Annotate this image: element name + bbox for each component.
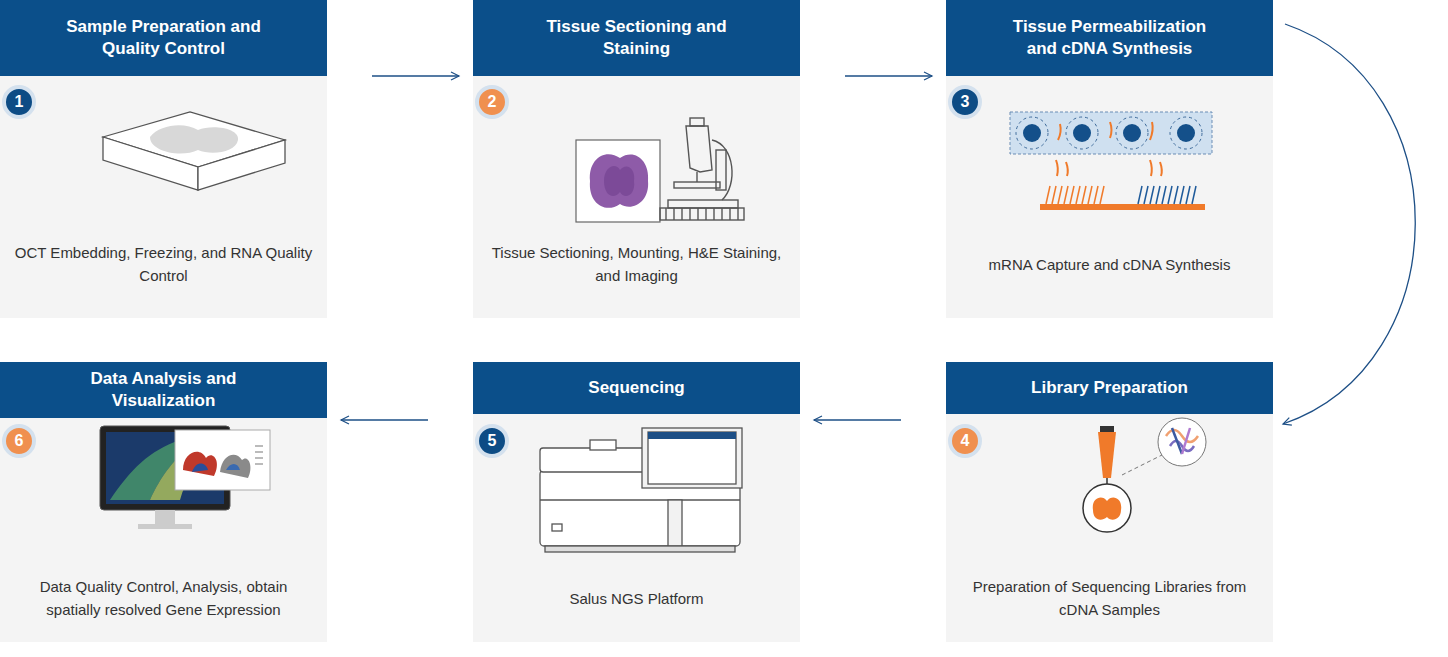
step-heading: Library Preparation xyxy=(946,362,1273,414)
step-panel: SequencingSalus NGS Platform 5 xyxy=(473,362,800,642)
callout-number: 6 xyxy=(15,432,24,450)
step-panel: Sample Preparation and Quality ControlOC… xyxy=(0,0,327,318)
step-heading: Sequencing xyxy=(473,362,800,414)
step-number-circle: 3 xyxy=(948,85,982,119)
step-heading: Sample Preparation and Quality Control xyxy=(0,0,327,76)
step-heading: Tissue Permeabilization and cDNA Synthes… xyxy=(946,0,1273,76)
step-panel: Library PreparationPreparation of Sequen… xyxy=(946,362,1273,642)
step-caption: mRNA Capture and cDNA Synthesis xyxy=(958,232,1261,296)
flow-arrow xyxy=(341,419,428,420)
callout-number: 1 xyxy=(15,93,24,111)
flow-arrow xyxy=(814,419,901,420)
flow-arrow xyxy=(1283,24,1415,424)
step-number-circle: 6 xyxy=(2,424,36,458)
step-number-circle: 2 xyxy=(475,85,509,119)
callout-number: 5 xyxy=(488,432,497,450)
step-number-circle: 4 xyxy=(948,424,982,458)
step-panel: Tissue Permeabilization and cDNA Synthes… xyxy=(946,0,1273,318)
step-caption: Data Quality Control, Analysis, obtain s… xyxy=(12,566,315,630)
step-number-circle: 5 xyxy=(475,424,509,458)
step-caption: Salus NGS Platform xyxy=(485,566,788,630)
flow-arrow xyxy=(372,75,459,76)
step-panel: Tissue Sectioning and StainingTissue Sec… xyxy=(473,0,800,318)
step-panel: Data Analysis and VisualizationData Qual… xyxy=(0,362,327,642)
flow-arrow xyxy=(845,75,932,76)
step-caption: Tissue Sectioning, Mounting, H&E Stainin… xyxy=(485,232,788,296)
callout-number: 2 xyxy=(488,93,497,111)
step-heading: Data Analysis and Visualization xyxy=(0,362,327,418)
callout-number: 3 xyxy=(961,93,970,111)
step-heading: Tissue Sectioning and Staining xyxy=(473,0,800,76)
callout-number: 4 xyxy=(961,432,970,450)
step-caption: Preparation of Sequencing Libraries from… xyxy=(958,566,1261,630)
step-number-circle: 1 xyxy=(2,85,36,119)
step-caption: OCT Embedding, Freezing, and RNA Quality… xyxy=(12,232,315,296)
